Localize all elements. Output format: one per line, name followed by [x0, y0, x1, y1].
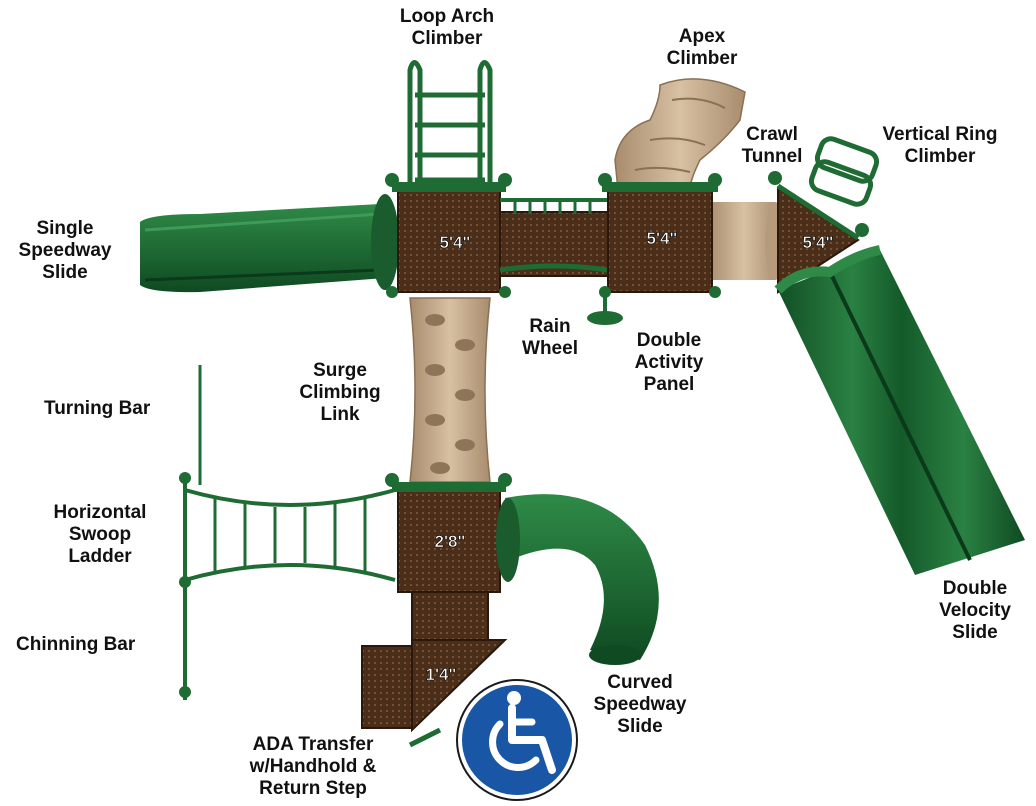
vertical-ring-climber [808, 136, 880, 207]
height-deck-middle: 5'4" [646, 229, 677, 248]
deck-right [776, 183, 860, 294]
height-transfer-step: 1'4" [425, 665, 456, 684]
ada-transfer-platform [361, 639, 508, 748]
bridge-walkway [499, 198, 609, 277]
height-deck-left: 5'4" [439, 233, 470, 252]
deck-lower [385, 473, 512, 593]
crawl-tunnel [708, 202, 785, 280]
deck-left [392, 182, 506, 293]
label-chinning-bar: Chinning Bar [16, 634, 136, 655]
lower-step [411, 591, 489, 641]
rain-wheel [587, 292, 623, 325]
double-velocity-slide [774, 245, 1025, 575]
surge-climbing-link [409, 297, 491, 483]
label-turning-bar: Turning Bar [44, 398, 151, 419]
single-speedway-slide [140, 194, 399, 293]
deck-middle [602, 182, 718, 293]
loop-arch-climber [407, 60, 493, 190]
height-deck-lower: 2'8" [434, 532, 465, 551]
height-deck-right: 5'4" [802, 233, 833, 252]
wheelchair-icon [456, 679, 578, 801]
curved-speedway-slide [496, 494, 659, 665]
apex-climber [614, 78, 746, 191]
